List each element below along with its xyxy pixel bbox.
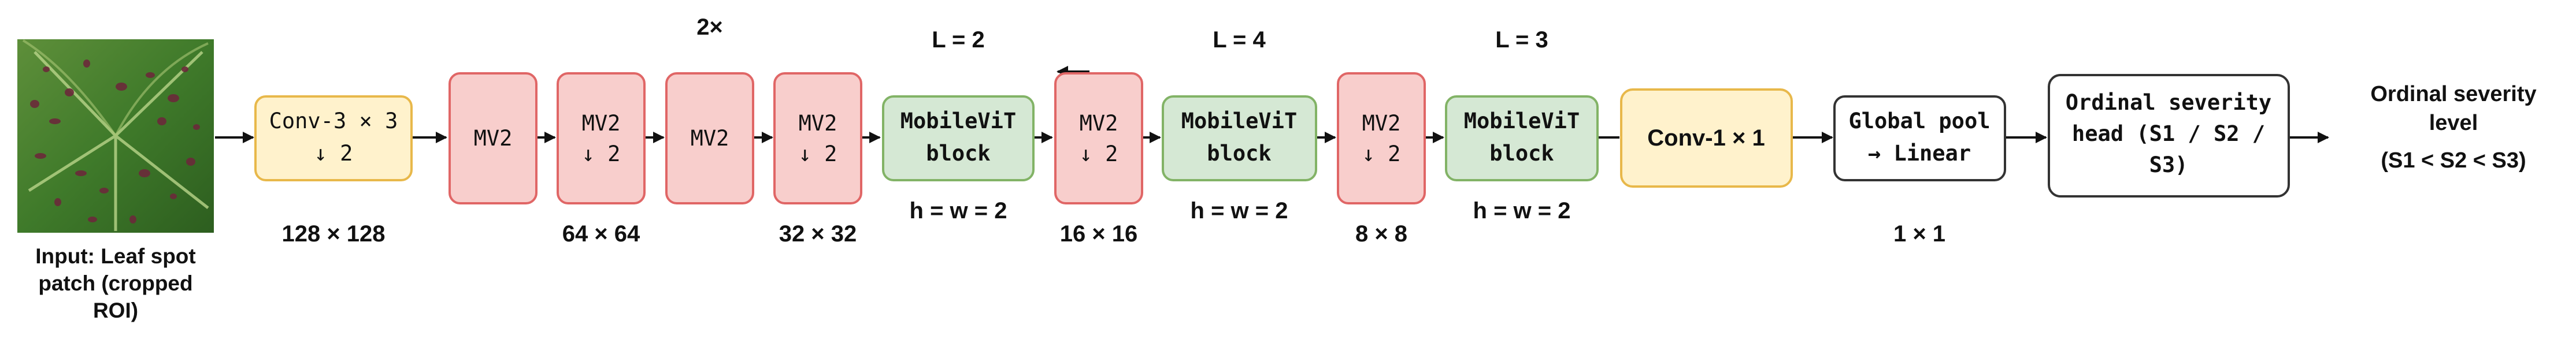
mv2-2-label: MV2 xyxy=(691,126,729,151)
leaf-spot xyxy=(186,158,195,166)
output-label-line3: (S1 < S2 < S3) xyxy=(2381,148,2526,173)
leaf-spot xyxy=(116,83,127,91)
mv2-down-block-2: MV2 ↓ 2 xyxy=(773,72,862,204)
leaf-spot xyxy=(139,169,150,177)
mv2-down-4-arrow: ↓ 2 xyxy=(1362,141,1401,166)
leaf-spot xyxy=(43,66,50,72)
mv2-down-block-1: MV2 ↓ 2 xyxy=(557,72,646,204)
vit1-label-line1: MobileViT xyxy=(900,109,1016,133)
leaf-spot xyxy=(54,198,61,206)
leaf-spot xyxy=(157,117,166,125)
pool-label-line2: → Linear xyxy=(1868,141,1971,166)
vit2-patch-label: h = w = 2 xyxy=(1191,198,1288,223)
mv2-block-1: MV2 xyxy=(449,72,538,204)
conv3x3-stem-block: Conv-3 × 3 ↓ 2 xyxy=(254,95,413,181)
leaf-spot xyxy=(168,94,179,102)
vit3-label-line2: block xyxy=(1489,141,1554,166)
mobilevit-block-1: MobileViT block xyxy=(882,95,1035,181)
vit2-label-line2: block xyxy=(1207,141,1271,166)
leaf-spot xyxy=(88,217,97,222)
head-label-line3: S3) xyxy=(2149,152,2188,177)
mv2-block-2: MV2 xyxy=(665,72,754,204)
input-leaf-image xyxy=(17,39,214,233)
ordinal-head-block: Ordinal severity head (S1 / S2 / S3) xyxy=(2048,74,2290,198)
stem-resolution-label: 128 × 128 xyxy=(281,221,385,247)
mv2-down-1-label: MV2 xyxy=(582,111,621,136)
pool-label-line1: Global pool xyxy=(1848,109,1990,133)
leaf-spot xyxy=(49,118,61,124)
mv2-down-2-label: MV2 xyxy=(799,111,837,136)
conv1x1-block: Conv-1 × 1 xyxy=(1620,88,1793,188)
leaf-spot xyxy=(193,124,200,130)
vit2-label-line1: MobileViT xyxy=(1181,109,1297,133)
mv2-down-4-label: MV2 xyxy=(1362,111,1401,136)
leaf-spot xyxy=(35,153,46,159)
stage1-resolution-label: 64 × 64 xyxy=(562,221,640,247)
repeat-label: 2× xyxy=(696,14,723,40)
leaf-spot xyxy=(129,215,136,223)
leaf-spot xyxy=(65,88,74,96)
mobilevit-block-2: MobileViT block xyxy=(1162,95,1317,181)
vit3-depth-label: L = 3 xyxy=(1495,27,1548,53)
pool-resolution-label: 1 × 1 xyxy=(1893,221,1945,247)
vit2-depth-label: L = 4 xyxy=(1213,27,1266,53)
vit3-label-line1: MobileViT xyxy=(1464,109,1580,133)
mv2-down-2-arrow: ↓ 2 xyxy=(799,141,837,166)
leaf-spot xyxy=(83,59,90,68)
head-label-line2: head (S1 / S2 / xyxy=(2072,121,2265,146)
input-caption-line3: ROI) xyxy=(93,299,138,322)
stage4-resolution-label: 8 × 8 xyxy=(1355,221,1407,247)
leaf-spot xyxy=(99,188,109,193)
stage3-resolution-label: 16 × 16 xyxy=(1060,221,1138,247)
vit1-depth-label: L = 2 xyxy=(932,27,985,53)
stage2-resolution-label: 32 × 32 xyxy=(779,221,857,247)
stem-label-line2: ↓ 2 xyxy=(314,141,353,166)
vit3-patch-label: h = w = 2 xyxy=(1473,198,1571,223)
flow-arrows xyxy=(215,66,2329,143)
leaf-spot xyxy=(146,72,155,78)
leaf-spot xyxy=(75,170,87,176)
input-caption-line2: patch (cropped xyxy=(38,271,192,295)
head-label-line1: Ordinal severity xyxy=(2066,90,2271,115)
output-label-line2: level xyxy=(2429,111,2478,135)
output-label-line1: Ordinal severity xyxy=(2370,82,2536,106)
input-caption-line1: Input: Leaf spot xyxy=(35,244,195,268)
mv2-down-3-label: MV2 xyxy=(1080,111,1118,136)
vit1-patch-label: h = w = 2 xyxy=(910,198,1007,223)
leaf-spot xyxy=(30,100,39,108)
mv2-down-3-arrow: ↓ 2 xyxy=(1080,141,1118,166)
global-pool-block: Global pool → Linear xyxy=(1833,95,2006,181)
mobilevit-block-3: MobileViT block xyxy=(1445,95,1599,181)
mv2-down-block-3: MV2 ↓ 2 xyxy=(1054,72,1143,204)
leaf-spot xyxy=(181,66,188,72)
mv2-1-label: MV2 xyxy=(474,126,513,151)
mv2-down-1-arrow: ↓ 2 xyxy=(582,141,621,166)
stem-label-line1: Conv-3 × 3 xyxy=(269,109,398,133)
vit1-label-line2: block xyxy=(926,141,990,166)
conv1x1-label: Conv-1 × 1 xyxy=(1647,125,1765,151)
mv2-down-block-4: MV2 ↓ 2 xyxy=(1337,72,1426,204)
leaf-spot xyxy=(170,193,177,199)
